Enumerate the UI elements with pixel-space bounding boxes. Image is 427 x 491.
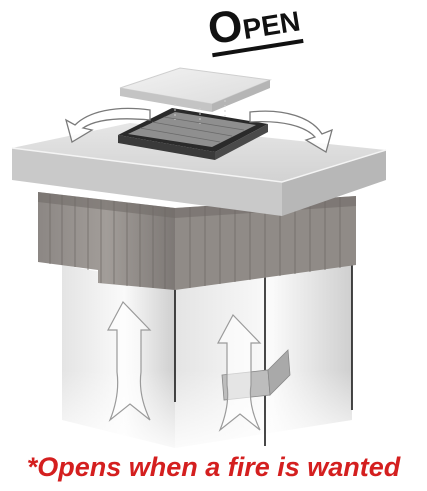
open-title-first-letter: O [205,4,246,53]
chimney-shaft [60,262,360,460]
caption-text: *Opens when a fire is wanted [0,450,427,484]
open-title-rest: PEN [241,7,302,44]
open-title-word: OPEN [205,0,303,57]
